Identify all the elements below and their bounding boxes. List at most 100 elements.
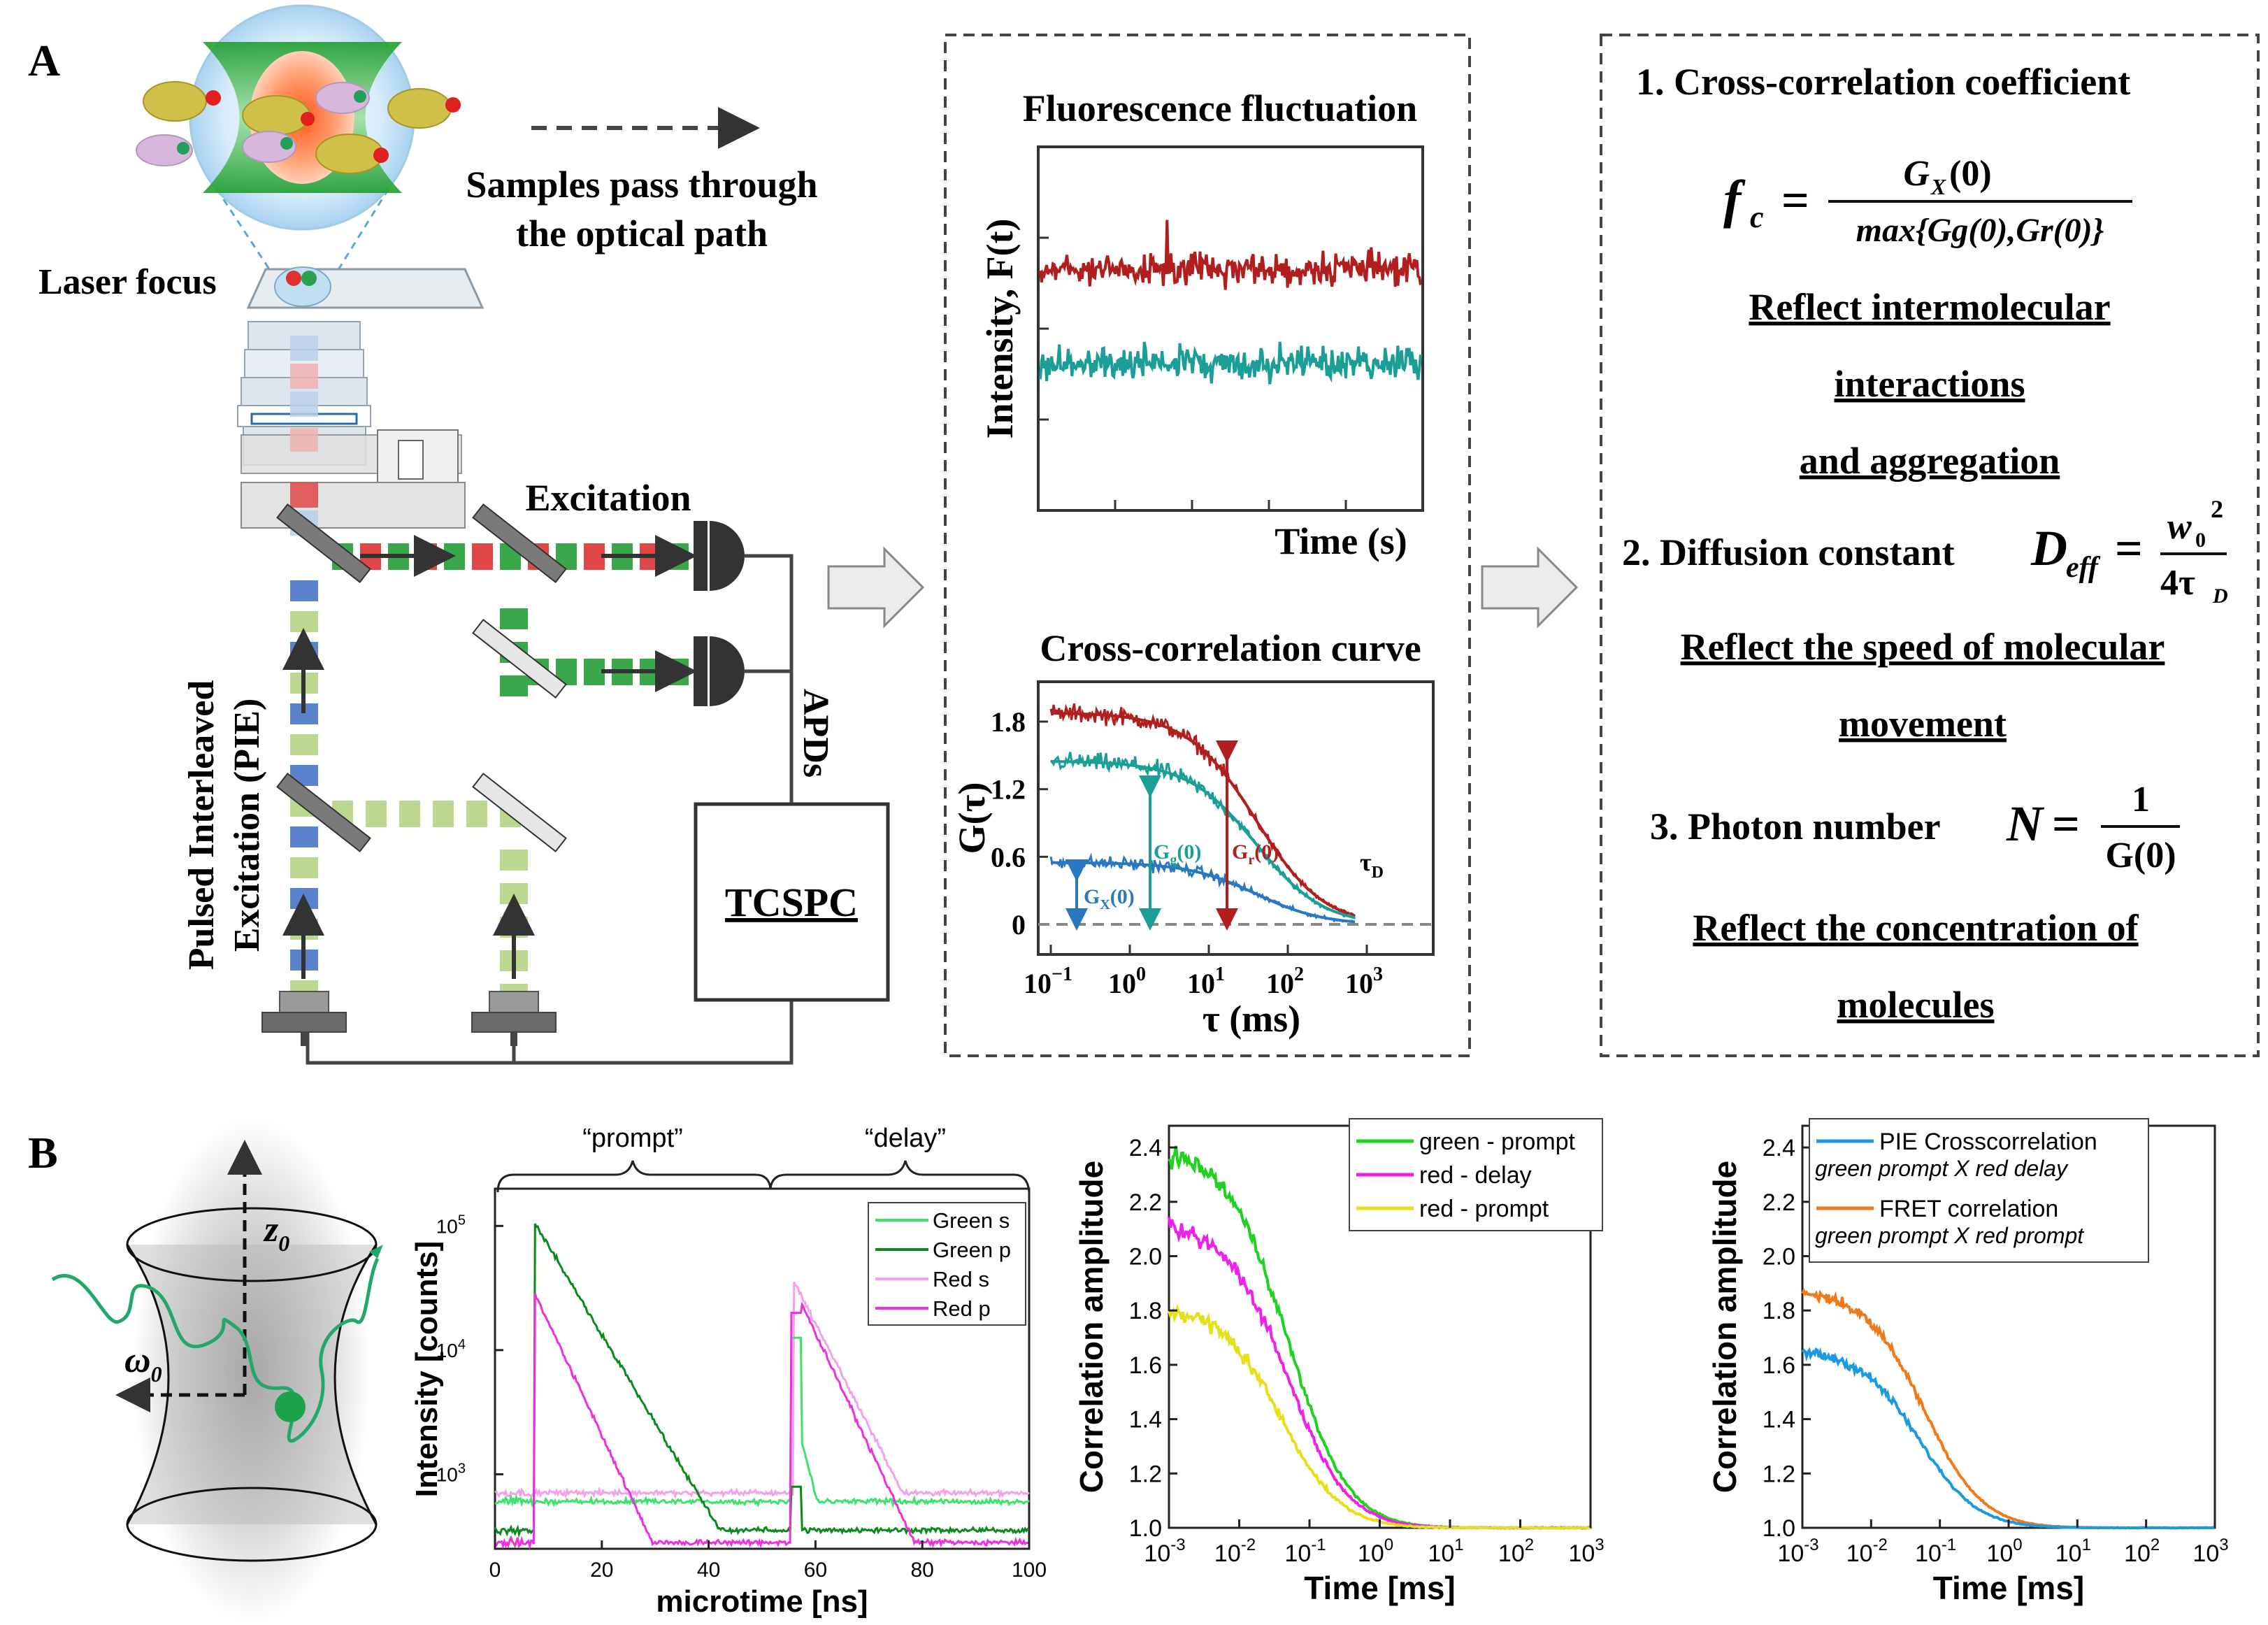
cc-xtick-label: 101: [1187, 964, 1225, 999]
corr-ytick-label: 1.0: [1763, 1515, 1795, 1542]
corr-ytick-label: 1.6: [1763, 1352, 1795, 1379]
tcspc-legend-box: [868, 1202, 1026, 1326]
svg-text:movement: movement: [1839, 703, 2007, 745]
svg-text:0: 0: [2195, 529, 2206, 552]
corr-legend-label: PIE Crosscorrelation: [1879, 1129, 2097, 1155]
svg-text:2: 2: [2211, 495, 2223, 523]
laser-focus-label: Laser focus: [38, 262, 217, 302]
samples-line1: Samples pass through: [466, 164, 817, 206]
panel-b-label: B: [28, 1128, 58, 1177]
fluct-axis-ticks: [1038, 236, 1347, 510]
delay-label: “delay”: [865, 1124, 946, 1153]
tcspc-xtick-label: 80: [911, 1559, 934, 1582]
svg-text:G(0): G(0): [2105, 836, 2176, 875]
wiring: [306, 554, 794, 1065]
svg-text:D: D: [2030, 520, 2067, 576]
tcspc-trace: [494, 1336, 1031, 1509]
formula-d: D eff = w 0 2 4τ D: [2030, 495, 2228, 608]
corr-ytick-label: 1.0: [1129, 1515, 1162, 1542]
pie-label-line2: Excitation (PIE): [227, 699, 267, 952]
gx0-label: GX(0): [1084, 885, 1135, 912]
svg-text:interactions: interactions: [1835, 363, 2025, 405]
beam-segment: [290, 580, 318, 601]
laser-beams: [332, 543, 689, 1005]
corr-xtick-label: 101: [2055, 1535, 2091, 1567]
cc-xtick-label: 100: [1108, 964, 1146, 999]
corr-xtick-label: 100: [1986, 1535, 2022, 1567]
svg-text:Reflect the speed of molecular: Reflect the speed of molecular: [1681, 626, 2165, 668]
corr-xtick-label: 10-2: [1214, 1535, 1256, 1567]
formula-n: N = 1 G(0): [2006, 780, 2180, 875]
tcspc-trace: [494, 1223, 1030, 1538]
svg-text:and aggregation: and aggregation: [1800, 440, 2060, 482]
corr-xtick-label: 101: [1428, 1535, 1463, 1567]
middle-panel-box: [944, 34, 1471, 1057]
corr-ytick-label: 1.2: [1763, 1461, 1795, 1487]
svg-text:molecules: molecules: [1837, 984, 1995, 1026]
cc-xtick-label: 10−1: [1024, 964, 1072, 999]
svg-text:1: 1: [2132, 780, 2150, 819]
corr-legend-label: green - prompt: [1419, 1129, 1576, 1155]
cc-teal-fit: [1051, 760, 1356, 919]
svg-text:G: G: [1903, 154, 1930, 194]
tcspc-xtick-label: 100: [1012, 1559, 1047, 1582]
samples-line2: the optical path: [516, 213, 768, 255]
fluct-red-trace: [1039, 220, 1422, 290]
cc-blue-fit: [1051, 861, 1356, 924]
beam-segment: [290, 428, 318, 452]
cc-xlabel: τ (ms): [1203, 998, 1300, 1040]
beam-segment: [290, 611, 318, 632]
corr-ytick-label: 1.4: [1763, 1407, 1795, 1433]
beam-segment: [500, 608, 528, 629]
cc-ylabel: G(τ): [951, 782, 993, 854]
cc-title: Cross-correlation curve: [1040, 627, 1421, 669]
tcspc-legend-label: Red s: [933, 1267, 989, 1291]
gg0-label: Gg(0): [1154, 840, 1201, 868]
beam-segment: [466, 801, 487, 827]
confocal-volume-illustration: [51, 1119, 383, 1622]
beam-segment: [290, 364, 318, 389]
cc-ytick-label: 0: [1012, 909, 1026, 940]
corr-ytick-label: 1.6: [1129, 1352, 1162, 1379]
corr-ytick-label: 2.4: [1763, 1135, 1795, 1161]
svg-text:4τ: 4τ: [2160, 563, 2195, 603]
svg-text:Reflect the concentration of: Reflect the concentration of: [1693, 907, 2139, 949]
svg-text:=: =: [2115, 522, 2143, 576]
tcspc-trace: [494, 1293, 1030, 1550]
fluct-xlabel: Time (s): [1275, 520, 1407, 562]
corr-xtick-label: 102: [2124, 1535, 2160, 1567]
beam-segment: [290, 336, 318, 361]
corr-xtick-label: 10-1: [1915, 1535, 1956, 1567]
corr-ytick-label: 2.2: [1129, 1189, 1162, 1216]
svg-text:eff: eff: [2066, 552, 2101, 584]
tcspc-box: [694, 802, 890, 1002]
svg-text:f: f: [1723, 170, 1746, 229]
item1-title: 1. Cross-correlation coefficient: [1636, 61, 2130, 103]
microscope-objective: [237, 266, 485, 529]
prompt-label: “prompt”: [582, 1124, 683, 1153]
corr-legend-sublabel: green prompt X red prompt: [1815, 1223, 2084, 1248]
corr-xtick-label: 100: [1358, 1535, 1393, 1567]
pie-label-line1: Pulsed Interleaved: [182, 680, 222, 971]
right-panel-box: [1600, 34, 2260, 1057]
item2-title: 2. Diffusion constant: [1622, 531, 1955, 573]
cc-ytick-label: 1.2: [991, 774, 1026, 806]
beam-segment: [433, 801, 454, 827]
tcspc-ylabel: Intensity [counts]: [410, 1241, 444, 1498]
corr-legend-label: red - prompt: [1419, 1196, 1549, 1222]
corr-xtick-label: 103: [1568, 1535, 1604, 1567]
svg-text:X: X: [1930, 174, 1946, 199]
w0-label: ω0: [124, 1340, 162, 1387]
block-arrow-2: [1481, 546, 1579, 629]
delay-brace: [769, 1160, 1031, 1193]
molecule-blobs: [136, 81, 461, 174]
item3-title: 3. Photon number: [1650, 806, 1941, 847]
tcspc-legend-label: Green s: [933, 1208, 1010, 1233]
corr-ylabel: Correlation amplitude: [1073, 1161, 1110, 1493]
item2-reflect: Reflect the speed of molecular movement: [1681, 626, 2165, 745]
beam-segment: [500, 883, 528, 904]
cc-xtick-label: 102: [1266, 964, 1304, 999]
